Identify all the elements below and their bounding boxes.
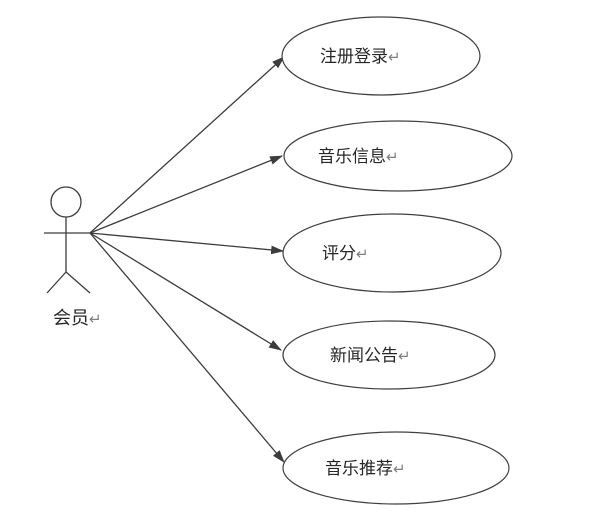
usecase-ellipse-register-login — [281, 16, 481, 96]
usecase-news-announcement: 新闻公告↵ — [282, 320, 496, 390]
return-mark-icon: ↵ — [398, 348, 411, 365]
association-rating — [89, 232, 285, 255]
usecase-music-info: 音乐信息↵ — [283, 120, 513, 192]
associations — [89, 56, 285, 463]
actor-label-text: 会员 — [53, 308, 89, 328]
return-mark-icon: ↵ — [356, 246, 369, 263]
usecase-ellipse-music-info — [283, 120, 513, 192]
return-mark-icon: ↵ — [89, 311, 102, 328]
association-music-info — [89, 155, 284, 234]
actor-label: 会员↵ — [53, 308, 102, 328]
usecase-rating: 评分↵ — [282, 213, 502, 293]
usecase-label-text: 新闻公告 — [330, 346, 398, 365]
association-music-recommend — [89, 232, 285, 463]
actor-right-leg — [65, 271, 91, 294]
usecase-label-music-recommend: 音乐推荐↵ — [325, 459, 406, 478]
usecase-label-rating: 评分↵ — [322, 244, 369, 263]
usecase-label-register-login: 注册登录↵ — [320, 47, 401, 66]
usecase-label-news-announcement: 新闻公告↵ — [330, 346, 411, 365]
usecase-ellipse-rating — [282, 213, 502, 293]
usecase-label-text: 注册登录 — [320, 47, 388, 66]
usecase-music-recommend: 音乐推荐↵ — [282, 431, 510, 505]
actor-head — [50, 186, 82, 218]
actor-left-leg — [46, 271, 67, 294]
usecase-register-login: 注册登录↵ — [281, 16, 481, 96]
use-cases: 注册登录↵ 音乐信息↵ 评分↵ 新闻公告↵ 音乐推荐↵ — [281, 16, 513, 505]
return-mark-icon: ↵ — [393, 461, 406, 478]
usecase-ellipse-news-announcement — [282, 320, 496, 390]
return-mark-icon: ↵ — [388, 49, 401, 66]
usecase-label-text: 音乐推荐 — [325, 459, 393, 478]
actor-member: 会员↵ — [44, 186, 102, 328]
association-news-announcement — [89, 232, 282, 351]
usecase-label-text: 评分 — [322, 244, 356, 263]
usecase-ellipse-music-recommend — [282, 431, 510, 505]
usecase-label-music-info: 音乐信息↵ — [318, 147, 399, 166]
association-register-login — [89, 56, 285, 234]
usecase-label-text: 音乐信息 — [318, 147, 386, 166]
return-mark-icon: ↵ — [386, 149, 399, 166]
